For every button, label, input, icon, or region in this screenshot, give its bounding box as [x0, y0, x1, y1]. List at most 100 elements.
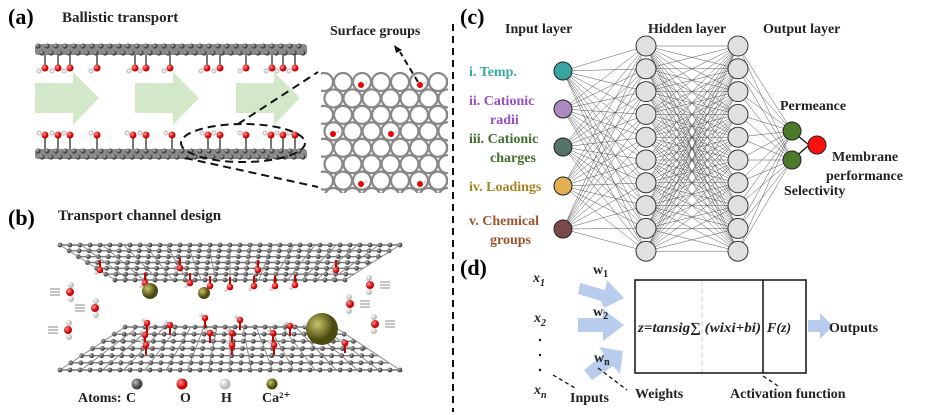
carbon-atom [232, 277, 238, 283]
carbon-atom [348, 360, 354, 366]
carbon-atom [275, 254, 281, 260]
weight-wn: wn [594, 351, 610, 368]
c-c-bond [208, 326, 218, 371]
carbon-atom [97, 367, 103, 373]
carbon-atom [327, 242, 333, 248]
carbon-atom [280, 338, 286, 344]
input-label: radii [490, 113, 519, 128]
hydrogen-atom [263, 68, 269, 74]
carbon-atom [143, 148, 149, 154]
carbon-atom [286, 248, 292, 254]
flow-arrow [236, 72, 300, 125]
carbon-atom [242, 148, 248, 154]
hydrogen-atom [204, 328, 208, 332]
weight-w2: w2 [593, 305, 608, 322]
hydrogen-atom [49, 68, 55, 74]
carbon-atom [107, 43, 113, 49]
connection [562, 108, 647, 138]
carbon-atom [201, 331, 207, 337]
carbon-atom [242, 277, 248, 283]
carbon-atom [118, 360, 124, 366]
surface-group-oxygen [358, 181, 364, 187]
carbon-atom [207, 242, 213, 248]
connection [737, 68, 793, 132]
hydrogen-atom [199, 313, 203, 317]
carbon-atom [156, 50, 162, 56]
flow-arrow [135, 72, 199, 125]
connection [562, 108, 647, 252]
hydrogen-atom [61, 68, 67, 74]
carbon-atom [264, 154, 270, 160]
carbon-ring [332, 72, 354, 93]
carbon-atom [102, 50, 108, 56]
connection [562, 68, 647, 187]
carbon-atom [317, 367, 323, 373]
hidden-node-layer-2 [727, 217, 749, 239]
carbon-atom [170, 148, 176, 154]
carbon-atom [180, 346, 185, 351]
oxygen-atom [236, 316, 244, 324]
carbon-atom [302, 277, 308, 283]
carbon-atom [66, 154, 72, 160]
carbon-atom [104, 265, 110, 271]
carbon-atom [307, 367, 313, 373]
carbon-atom [347, 242, 353, 248]
carbon-atom [197, 148, 203, 154]
carbon-atom [138, 360, 144, 366]
hydrogen-atom [137, 130, 143, 136]
carbon-atom [251, 148, 257, 154]
carbon-atom [277, 242, 283, 248]
hydrogen-atom [346, 294, 352, 300]
oxygen-atom [176, 264, 184, 272]
c-c-bond [243, 244, 252, 281]
carbon-atom [325, 254, 331, 260]
carbon-atom [287, 242, 293, 248]
carbon-ring [418, 88, 439, 109]
carbon-atom [147, 50, 153, 56]
carbon-atom [89, 148, 95, 154]
c-c-bond [187, 326, 205, 371]
carbon-ring [370, 137, 392, 158]
c-c-bond [282, 326, 316, 371]
carbon-atom [110, 338, 116, 344]
carbon-atom [237, 50, 243, 56]
connection [737, 45, 793, 132]
connection [562, 182, 647, 230]
carbon-atom [250, 338, 256, 344]
oxygen-atom [131, 64, 139, 72]
carbon-atom [165, 154, 171, 160]
c-c-bond [165, 326, 192, 371]
carbon-atom [170, 346, 175, 351]
hydrogen-atom [274, 130, 280, 136]
hydrogen-atom [49, 130, 55, 136]
carbon-atom [288, 360, 294, 366]
connection [562, 45, 647, 72]
carbon-atom [300, 338, 306, 344]
carbon-atom [335, 254, 341, 260]
carbon-atom [205, 254, 211, 260]
carbon-atom [136, 248, 142, 254]
carbon-atom [297, 367, 303, 373]
carbon-atom [117, 367, 123, 373]
zoom-line [184, 157, 319, 188]
zoom-line [237, 71, 319, 125]
carbon-atom [255, 154, 261, 160]
surface-group-hydrogen [394, 130, 398, 134]
oxygen-atom [291, 131, 299, 139]
channel-design-illustration [48, 242, 403, 373]
carbon-atom [158, 360, 164, 366]
carbon-atom [53, 148, 59, 154]
carbon-ring [321, 137, 335, 158]
carbon-atom [269, 353, 275, 359]
carbon-atom [138, 50, 144, 56]
carbon-atom [98, 43, 104, 49]
hidden-node-layer-2 [727, 103, 749, 125]
carbon-atom [215, 148, 221, 154]
hydrogen-atom [161, 68, 167, 74]
oxygen-atom [250, 282, 258, 290]
carbon-atom [120, 338, 126, 344]
panel-a-title: Ballistic transport [62, 10, 178, 26]
carbon-atom [152, 324, 158, 330]
carbon-atom [291, 50, 297, 56]
carbon-atom [304, 265, 310, 271]
